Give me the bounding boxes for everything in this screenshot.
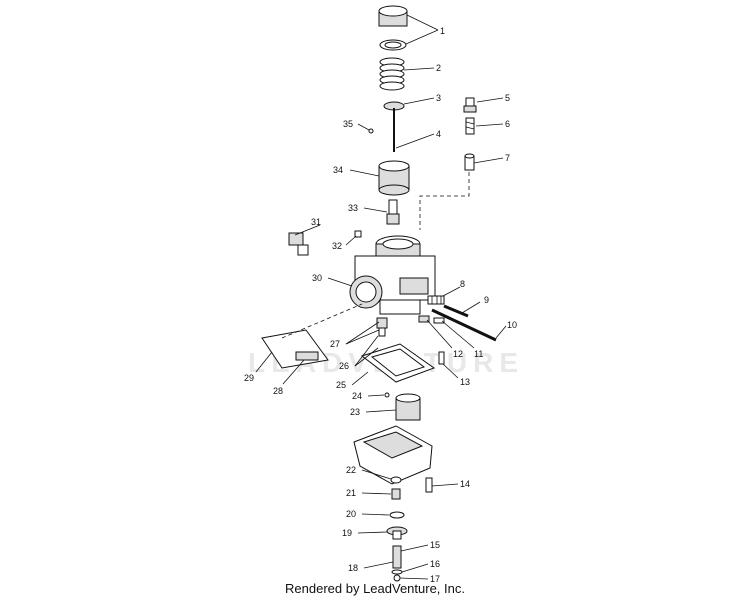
part-jet-27 <box>376 317 388 337</box>
part-11 <box>433 317 445 324</box>
part-20 <box>389 511 405 519</box>
callout-8: 8 <box>460 279 465 289</box>
callout-14: 14 <box>460 479 470 489</box>
callout-33: 33 <box>348 203 358 213</box>
part-screw-5 <box>463 97 477 113</box>
callout-23: 23 <box>350 407 360 417</box>
callout-15: 15 <box>430 540 440 550</box>
callout-16: 16 <box>430 559 440 569</box>
part-pin-24 <box>384 392 390 398</box>
part-jet-33 <box>386 199 400 225</box>
callout-26: 26 <box>339 361 349 371</box>
callout-32: 32 <box>332 241 342 251</box>
part-screw-32 <box>354 230 362 238</box>
part-gasket-29 <box>261 329 329 369</box>
part-rod-10 <box>431 308 497 342</box>
callout-27: 27 <box>330 339 340 349</box>
part-screw-9 <box>443 304 469 318</box>
part-spring <box>379 57 405 91</box>
part-screw-14 <box>425 477 433 493</box>
callout-21: 21 <box>346 488 356 498</box>
footer-credit: Rendered by LeadVenture, Inc. <box>285 581 465 596</box>
part-gasket-25 <box>360 343 436 383</box>
callout-25: 25 <box>336 380 346 390</box>
callout-2: 2 <box>436 63 441 73</box>
callout-7: 7 <box>505 153 510 163</box>
callout-11: 11 <box>474 349 483 359</box>
callout-20: 20 <box>346 509 356 519</box>
callout-1: 1 <box>440 26 445 36</box>
part-elbow-31 <box>288 232 309 256</box>
callout-31: 31 <box>311 217 321 227</box>
callout-9: 9 <box>484 295 489 305</box>
callout-30: 30 <box>312 273 322 283</box>
callout-22: 22 <box>346 465 356 475</box>
callout-29: 29 <box>244 373 254 383</box>
part-cap <box>378 5 408 51</box>
callout-34: 34 <box>333 165 343 175</box>
callout-19: 19 <box>342 528 352 538</box>
part-slide <box>378 160 410 196</box>
callout-3: 3 <box>436 93 441 103</box>
callout-17: 17 <box>430 574 440 584</box>
callout-12: 12 <box>453 349 463 359</box>
callout-labels: 1 2 3 4 5 6 7 8 9 10 11 12 13 14 15 16 1… <box>244 26 517 584</box>
part-carb-body <box>349 235 436 315</box>
callout-35: 35 <box>343 119 353 129</box>
leader-lines <box>255 14 507 580</box>
callout-13: 13 <box>460 377 470 387</box>
part-spring-6 <box>465 117 475 135</box>
part-spring-8 <box>427 295 445 305</box>
callout-24: 24 <box>352 391 362 401</box>
part-13 <box>438 351 445 365</box>
callout-18: 18 <box>348 563 358 573</box>
part-float-bowl <box>353 425 433 485</box>
callout-6: 6 <box>505 119 510 129</box>
part-12 <box>418 315 430 323</box>
part-21 <box>391 488 401 500</box>
callout-5: 5 <box>505 93 510 103</box>
part-22 <box>390 476 402 484</box>
part-drain-19 <box>386 526 408 540</box>
callout-28: 28 <box>273 386 283 396</box>
part-16 <box>391 569 403 575</box>
callout-10: 10 <box>507 320 517 330</box>
callout-4: 4 <box>436 129 441 139</box>
part-screw-35 <box>368 128 374 134</box>
part-plunger-7 <box>464 153 475 171</box>
part-float-23 <box>395 393 421 421</box>
part-18 <box>392 545 402 569</box>
